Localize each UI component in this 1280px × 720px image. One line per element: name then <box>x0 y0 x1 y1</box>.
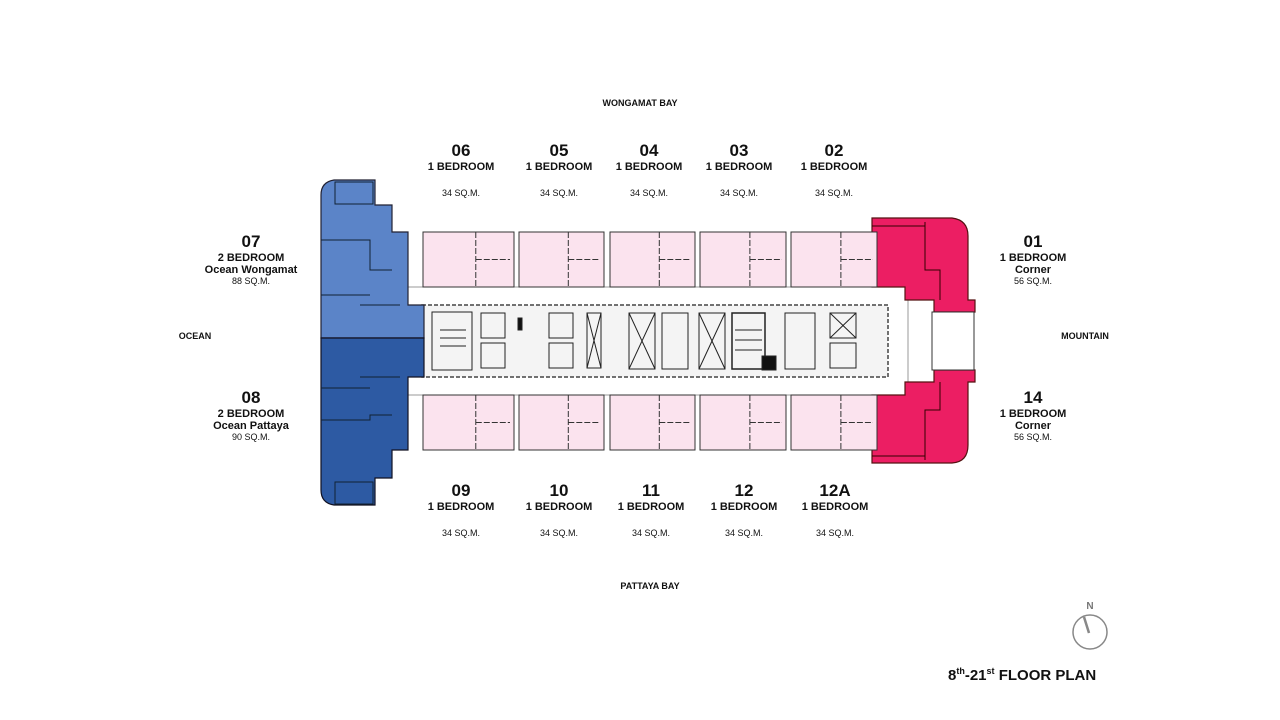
unit-interior-wall <box>749 395 782 450</box>
unit-type: 1 BEDROOM <box>801 501 869 513</box>
unit-label-14[interactable]: 14 1 BEDROOM Corner 56 SQ.M. <box>1000 388 1067 442</box>
unit-14-shape[interactable] <box>871 369 976 464</box>
unit-label-11[interactable]: 11 1 BEDROOM 34 SQ.M. <box>618 481 685 538</box>
unit-area: 34 SQ.M. <box>724 528 763 538</box>
unit-interior-wall <box>840 232 873 287</box>
unit-interior-wall <box>658 232 691 287</box>
unit-type: 1 BEDROOM <box>617 501 685 513</box>
unit-label-01[interactable]: 01 1 BEDROOM Corner 56 SQ.M. <box>1000 232 1067 286</box>
unit-type: 1 BEDROOM <box>999 252 1067 264</box>
unit-04-shape[interactable] <box>609 231 696 288</box>
unit-09-shape[interactable] <box>422 394 515 451</box>
unit-area: 56 SQ.M. <box>1013 432 1052 442</box>
unit-area: 34 SQ.M. <box>629 188 668 198</box>
unit-07-08-walls <box>321 181 400 505</box>
unit-name: Corner <box>1014 420 1052 432</box>
unit-02-shape[interactable] <box>790 231 878 288</box>
unit-interior-wall <box>658 395 691 450</box>
unit-07-shape[interactable] <box>320 179 425 339</box>
unit-01-shape[interactable] <box>871 217 976 313</box>
unit-type: 2 BEDROOM <box>217 408 285 420</box>
unit-label-06[interactable]: 06 1 BEDROOM 34 SQ.M. <box>428 141 495 198</box>
unit-interior-wall <box>567 232 600 287</box>
unit-interior-wall <box>749 232 782 287</box>
unit-type: 1 BEDROOM <box>615 161 683 173</box>
unit-12a-shape[interactable] <box>790 394 878 451</box>
core-elevators-stairs <box>431 311 857 371</box>
unit-number: 12A <box>819 481 851 500</box>
unit-type: 1 BEDROOM <box>427 501 495 513</box>
unit-label-04[interactable]: 04 1 BEDROOM 34 SQ.M. <box>616 141 683 198</box>
unit-area: 90 SQ.M. <box>231 432 271 442</box>
unit-name: Ocean Wongamat <box>204 264 298 276</box>
unit-type: 1 BEDROOM <box>525 161 593 173</box>
unit-area: 34 SQ.M. <box>441 528 480 538</box>
unit-type: 2 BEDROOM <box>217 252 285 264</box>
unit-08-shape[interactable] <box>320 337 425 506</box>
unit-11-shape[interactable] <box>609 394 696 451</box>
unit-label-09[interactable]: 09 1 BEDROOM 34 SQ.M. <box>428 481 495 538</box>
unit-name: Corner <box>1014 264 1052 276</box>
unit-number: 09 <box>451 481 471 500</box>
floor-plan-title: 8th-21st FLOOR PLAN <box>948 666 1097 684</box>
unit-area: 34 SQ.M. <box>631 528 670 538</box>
unit-type: 1 BEDROOM <box>525 501 593 513</box>
unit-area: 88 SQ.M. <box>231 276 270 286</box>
unit-number: 06 <box>451 141 471 160</box>
unit-area: 34 SQ.M. <box>539 528 578 538</box>
unit-area: 34 SQ.M. <box>719 188 758 198</box>
unit-interior-wall <box>475 395 510 450</box>
unit-05-shape[interactable] <box>518 231 605 288</box>
unit-number: 14 <box>1023 388 1043 407</box>
unit-label-08[interactable]: 08 2 BEDROOM Ocean Pattaya 90 SQ.M. <box>213 388 289 442</box>
unit-label-12a[interactable]: 12A 1 BEDROOM 34 SQ.M. <box>802 481 869 538</box>
unit-area: 34 SQ.M. <box>441 188 480 198</box>
direction-south-label: PATTAYA BAY <box>620 581 680 591</box>
unit-number: 01 <box>1023 232 1043 251</box>
unit-area: 56 SQ.M. <box>1013 276 1052 286</box>
unit-type: 1 BEDROOM <box>800 161 868 173</box>
unit-label-03[interactable]: 03 1 BEDROOM 34 SQ.M. <box>706 141 773 198</box>
unit-label-05[interactable]: 05 1 BEDROOM 34 SQ.M. <box>526 141 593 198</box>
unit-number: 07 <box>241 232 261 251</box>
unit-number: 10 <box>549 481 569 500</box>
unit-name: Ocean Pattaya <box>213 420 289 432</box>
unit-type: 1 BEDROOM <box>705 161 773 173</box>
compass-north-label: N <box>1086 601 1094 612</box>
unit-number: 04 <box>639 141 659 160</box>
unit-area: 34 SQ.M. <box>814 188 853 198</box>
unit-type: 1 BEDROOM <box>999 408 1067 420</box>
direction-north-label: WONGAMAT BAY <box>602 98 678 108</box>
unit-area: 34 SQ.M. <box>539 188 578 198</box>
direction-east-label: MOUNTAIN <box>1061 331 1109 341</box>
unit-12-shape[interactable] <box>699 394 787 451</box>
unit-01-14-walls <box>872 222 975 460</box>
unit-label-10[interactable]: 10 1 BEDROOM 34 SQ.M. <box>526 481 593 538</box>
unit-03-shape[interactable] <box>699 231 787 288</box>
unit-type: 1 BEDROOM <box>710 501 778 513</box>
unit-interior-wall <box>567 395 600 450</box>
unit-label-07[interactable]: 07 2 BEDROOM Ocean Wongamat 88 SQ.M. <box>205 232 298 286</box>
unit-number: 02 <box>824 141 844 160</box>
unit-number: 03 <box>729 141 749 160</box>
unit-number: 05 <box>549 141 569 160</box>
unit-label-12[interactable]: 12 1 BEDROOM 34 SQ.M. <box>711 481 778 538</box>
unit-interior-wall <box>475 232 510 287</box>
unit-type: 1 BEDROOM <box>427 161 495 173</box>
direction-west-label: OCEAN <box>178 331 212 341</box>
unit-interior-wall <box>840 395 873 450</box>
unit-06-shape[interactable] <box>422 231 515 288</box>
unit-number: 12 <box>734 481 754 500</box>
unit-number: 08 <box>241 388 261 407</box>
unit-10-shape[interactable] <box>518 394 605 451</box>
unit-label-02[interactable]: 02 1 BEDROOM 34 SQ.M. <box>801 141 868 198</box>
unit-area: 34 SQ.M. <box>815 528 854 538</box>
unit-number: 11 <box>642 481 660 500</box>
